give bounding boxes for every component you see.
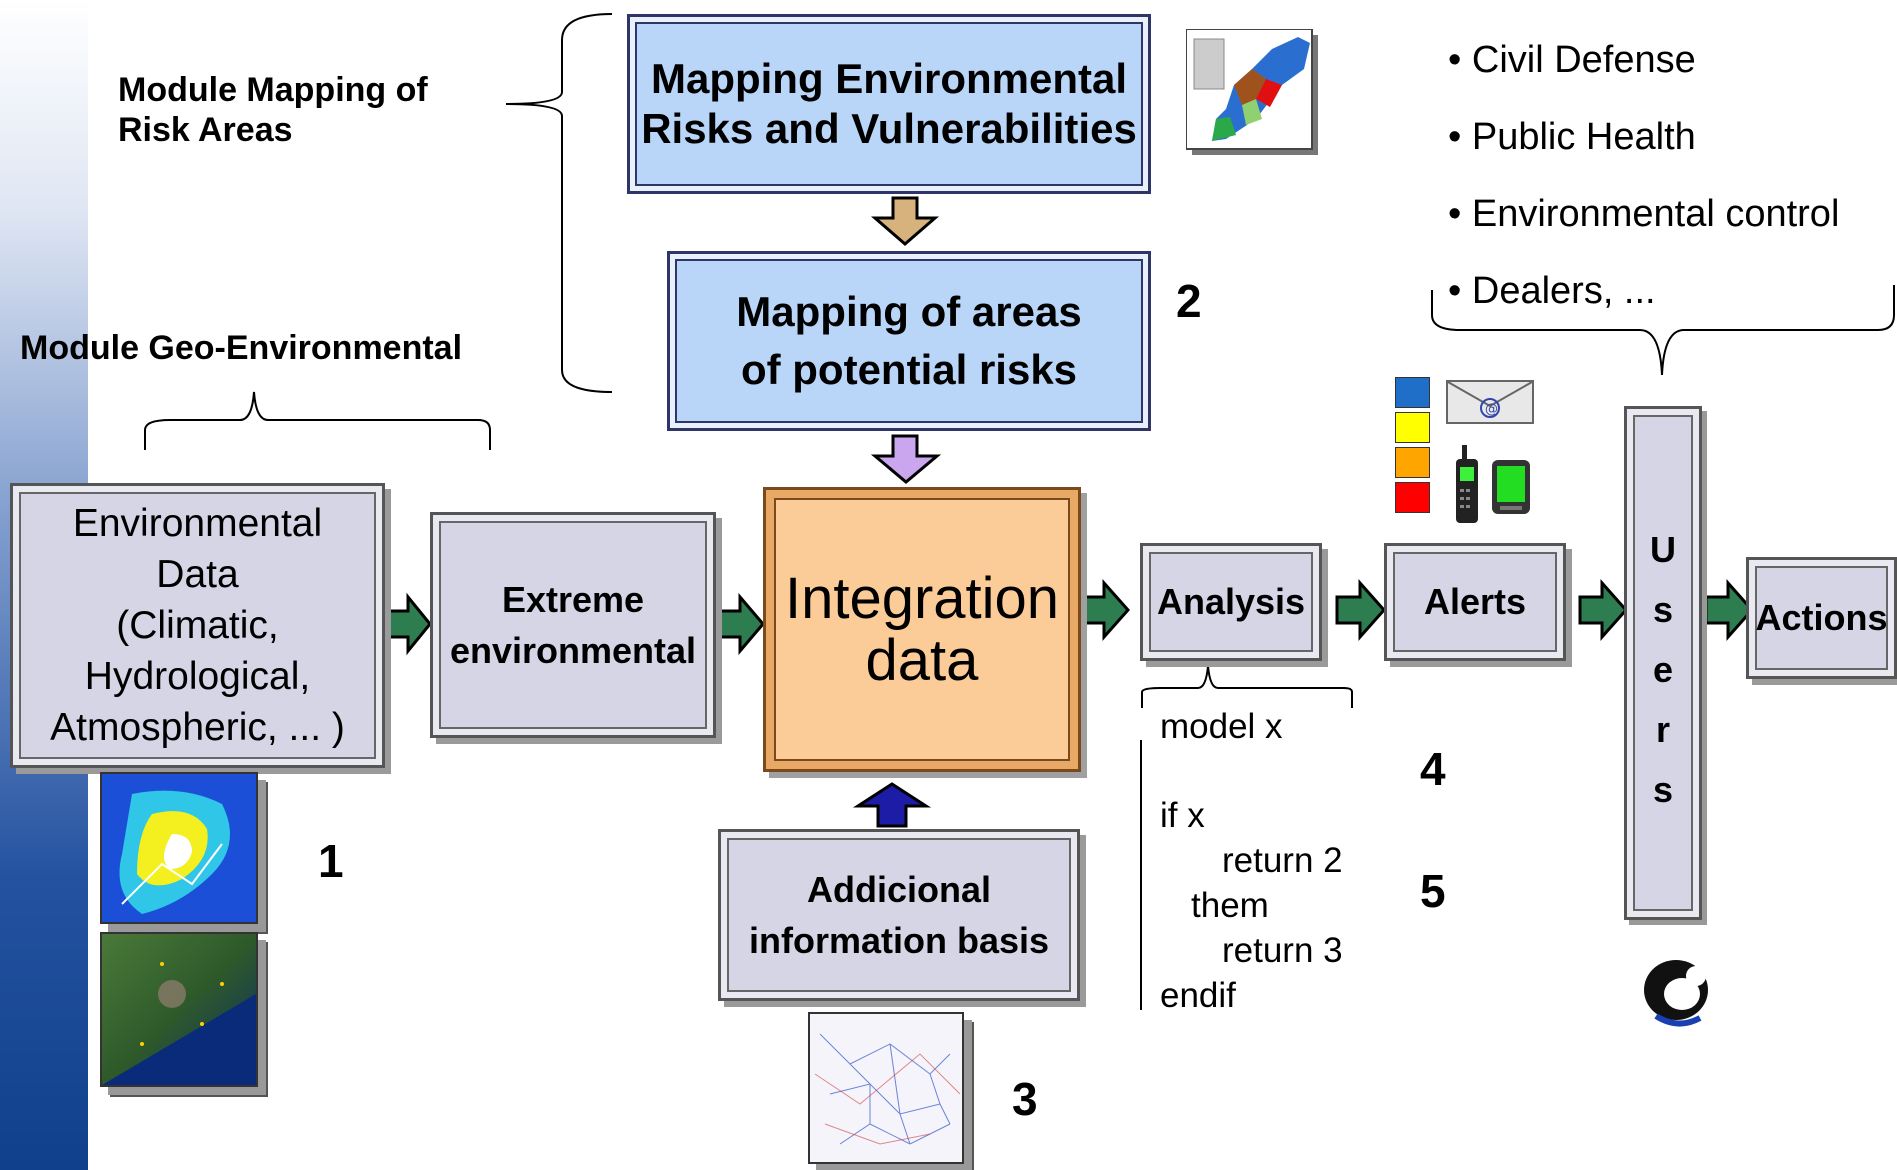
users-list-item: Civil Defense: [1448, 22, 1839, 99]
arrow-right-6: [1704, 579, 1755, 641]
svg-text:@: @: [1485, 402, 1498, 417]
module-mapping-label: Module Mapping of Risk Areas: [118, 71, 428, 149]
alert-color-square: [1395, 447, 1430, 478]
users-letter: r: [1655, 709, 1670, 750]
arrow-down-tan: [870, 196, 940, 246]
pda-icon: [1490, 458, 1532, 521]
users-list-item: Dealers, ...: [1448, 253, 1839, 330]
arrow-up-navy: [852, 782, 932, 828]
satellite-image-icon: [100, 932, 258, 1087]
brace-analysis: [1141, 665, 1353, 708]
users-letter: s: [1652, 769, 1674, 810]
users-list-item: Public Health: [1448, 99, 1839, 176]
environmental-data-box: Environmental Data (Climatic, Hydrologic…: [10, 483, 385, 768]
users-letter: e: [1652, 649, 1674, 690]
map-icon: [1185, 28, 1320, 157]
module-geo-label: Module Geo-Environmental: [20, 329, 463, 367]
mapping-areas-box: Mapping of areas of potential risks: [667, 251, 1151, 431]
arrow-down-purple: [870, 434, 942, 484]
code-line-return3: return 3: [1222, 931, 1343, 970]
code-line-if: if x: [1160, 796, 1205, 835]
users-letter: s: [1652, 589, 1674, 630]
users-letter: U: [1650, 529, 1676, 570]
brace-module-mapping: [505, 13, 613, 393]
alert-color-square: [1395, 482, 1430, 513]
brace-users-list: [1431, 285, 1895, 376]
arrow-right-4: [1335, 579, 1387, 641]
step-number-2: 2: [1176, 275, 1202, 327]
additional-info-box: Addicional information basis: [718, 829, 1080, 1001]
alert-color-square: [1395, 377, 1430, 408]
code-line-return2: return 2: [1222, 841, 1343, 880]
mapping-env-box: Mapping Environmental Risks and Vulnerab…: [627, 14, 1151, 194]
arrow-right-2: [714, 592, 765, 656]
arrow-right-1: [383, 592, 432, 656]
radar-map-icon: [100, 772, 258, 924]
users-box: U s e r s: [1624, 406, 1702, 920]
code-line-model: model x: [1160, 707, 1283, 746]
step-number-1: 1: [318, 835, 344, 887]
step-number-5: 5: [1420, 865, 1446, 917]
email-icon: @: [1446, 380, 1536, 431]
alert-color-square: [1395, 412, 1430, 443]
arrow-right-5: [1578, 579, 1629, 641]
step-number-4: 4: [1420, 743, 1446, 795]
actions-box: Actions: [1746, 557, 1897, 679]
brace-module-geo: [144, 391, 491, 450]
network-map-icon: [808, 1012, 964, 1164]
step-number-3: 3: [1012, 1073, 1038, 1125]
users-list: Civil Defense Public Health Environmenta…: [1448, 22, 1840, 330]
analysis-box: Analysis: [1140, 543, 1322, 661]
code-line-them: them: [1191, 886, 1269, 925]
alerts-box: Alerts: [1384, 543, 1566, 661]
integration-data-box: Integration data: [763, 487, 1081, 772]
extreme-environmental-box: Extreme environmental: [430, 512, 716, 738]
arrow-right-3: [1080, 579, 1131, 641]
code-line-endif: endif: [1160, 976, 1236, 1015]
users-list-item: Environmental control: [1448, 176, 1840, 253]
user-icon: [1638, 950, 1718, 1035]
mobile-phone-icon: [1452, 445, 1482, 530]
